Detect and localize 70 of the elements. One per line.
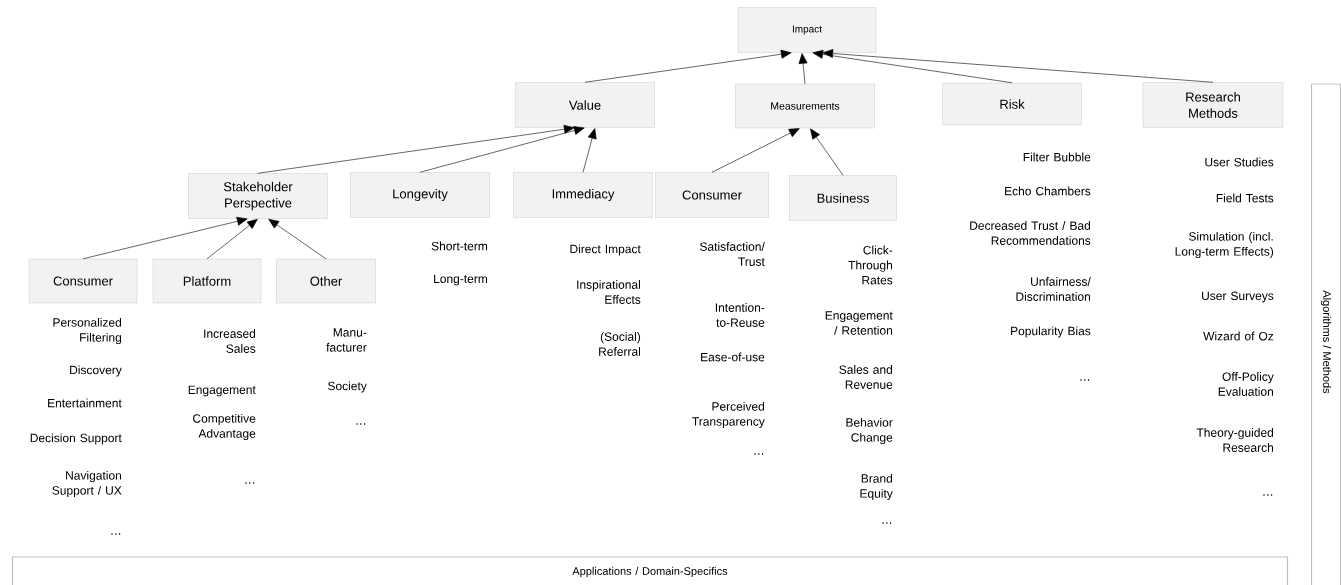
process-box: Consumer <box>28 258 138 304</box>
list-item: Behavior Change <box>846 417 893 445</box>
list-item: Off-Policy Evaluation <box>1218 372 1274 396</box>
list-item: Increased Sales <box>204 329 256 353</box>
list-item: Wizard of Oz <box>1203 331 1274 341</box>
list-item: User Surveys <box>1202 291 1274 303</box>
process-box: Measurements <box>735 83 875 129</box>
list-item: Unfairness/ Discrimination <box>1016 277 1091 301</box>
list-item: Engagement / Retention <box>825 311 893 335</box>
process-box: Immediacy <box>513 172 653 218</box>
list-item: Decision Support <box>30 433 122 445</box>
arrow <box>810 128 844 176</box>
list-item: Perceived Transparency <box>692 401 765 429</box>
list-item: Intention-to-Reuse <box>715 303 765 327</box>
process-box: Consumer <box>655 172 769 218</box>
list-item: Entertainment <box>48 398 122 408</box>
band-box: Applications / Domain-Specifics <box>11 556 1289 585</box>
list-item: … <box>882 522 892 524</box>
list-item: Direct Impact <box>570 244 641 256</box>
list-item: Theory-guided Research <box>1196 428 1273 452</box>
list-item: Brand Equity <box>860 473 893 501</box>
list-item: (Social) Referral <box>599 332 641 356</box>
list-item: … <box>1080 379 1090 381</box>
list-item: Ease-of-use <box>701 352 765 362</box>
arrow <box>268 218 327 260</box>
list-item: Sales and Revenue <box>839 365 893 389</box>
arrow <box>419 126 585 173</box>
arrow <box>82 216 248 260</box>
list-item: … <box>111 533 121 535</box>
list-item: Echo Chambers <box>1005 186 1091 196</box>
list-item: Popularity Bias <box>1011 326 1091 338</box>
arrow <box>582 128 597 173</box>
process-box: Business <box>789 175 897 221</box>
arrow <box>206 218 258 260</box>
list-item: Decreased Trust / Bad Recommendations <box>970 221 1091 245</box>
list-item: Personalized Filtering <box>53 317 122 345</box>
process-box: Risk <box>942 82 1082 126</box>
list-item: … <box>245 482 255 484</box>
arrow <box>711 128 800 173</box>
list-item: Filter Bubble <box>1023 152 1091 162</box>
list-item: Short-term <box>431 241 487 251</box>
list-item: … <box>356 423 366 425</box>
list-item: Engagement <box>188 385 256 397</box>
process-box: Platform <box>152 258 262 304</box>
arrow <box>812 49 1013 84</box>
process-box: Value <box>515 82 655 128</box>
band-box: Algorithms / Methods <box>1310 83 1341 585</box>
list-item: Manu-facturer <box>326 328 367 352</box>
process-box: Impact <box>737 7 877 53</box>
arrow <box>584 49 792 83</box>
list-item: Navigation Support / UX <box>52 470 122 498</box>
list-item: Click-Through Rates <box>848 245 893 285</box>
arrow <box>257 124 575 174</box>
list-item: Competitive Advantage <box>193 413 256 441</box>
list-item: Discovery <box>70 365 122 377</box>
list-item: … <box>754 453 764 455</box>
arrow <box>798 53 808 85</box>
process-box: Stakeholder Perspective <box>188 173 328 219</box>
list-item: Satisfaction/ Trust <box>700 242 765 266</box>
process-box: Research Methods <box>1142 82 1284 128</box>
process-box: Longevity <box>350 172 490 218</box>
process-box: Other <box>276 258 376 304</box>
list-item: … <box>1263 494 1273 496</box>
list-item: Long-term <box>434 274 487 286</box>
arrow <box>822 49 1214 83</box>
list-item: Field Tests <box>1216 193 1274 203</box>
list-item: Simulation (incl. Long-term Effects) <box>1175 231 1274 259</box>
list-item: User Studies <box>1205 157 1274 167</box>
list-item: Inspirational Effects <box>577 280 641 304</box>
list-item: Society <box>328 381 367 393</box>
